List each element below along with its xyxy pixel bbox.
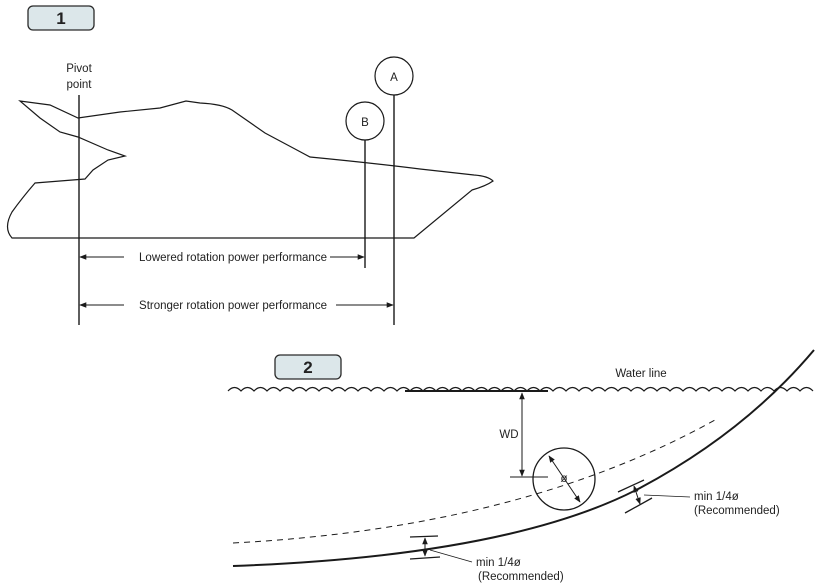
marker-b: B <box>345 101 385 268</box>
min-bottom-label-line2: (Recommended) <box>478 571 564 583</box>
stronger-rotation-label: Stronger rotation power performance <box>139 300 327 312</box>
figure-2-badge: 2 <box>274 354 342 380</box>
marker-b-label: B <box>361 117 369 129</box>
boat-hull-outline <box>6 100 494 239</box>
wd-label: WD <box>499 429 518 441</box>
pivot-label-line1: Pivot <box>66 63 92 75</box>
water-line <box>227 386 814 392</box>
wd-dimension: WD <box>499 392 548 478</box>
figure-1-badge-number: 1 <box>56 9 65 28</box>
lowered-rotation-label: Lowered rotation power performance <box>139 252 327 264</box>
tunnel-circle: ø <box>532 447 596 511</box>
marker-a-label: A <box>390 72 398 84</box>
diameter-label: ø <box>560 473 567 485</box>
hull-bottom-line <box>232 349 815 567</box>
figure-2-badge-number: 2 <box>303 358 312 377</box>
min-bottom-label-line1: min 1/4ø <box>476 557 521 569</box>
figure-2: 2 Water line WD ø min 1/4ø <box>227 349 815 583</box>
min-right-label-line2: (Recommended) <box>694 505 780 517</box>
marker-a: A <box>374 56 414 325</box>
pivot-label-line2: point <box>67 79 93 91</box>
figure-1: 1 Pivot point A B Lowered rotation power… <box>6 5 494 325</box>
figure-1-badge: 1 <box>27 5 95 31</box>
water-line-label: Water line <box>615 368 666 380</box>
min-clearance-bottom: min 1/4ø (Recommended) <box>409 535 564 583</box>
min-clearance-right: min 1/4ø (Recommended) <box>617 479 780 517</box>
lowered-rotation-dimension: Lowered rotation power performance <box>79 252 365 264</box>
min-right-label-line1: min 1/4ø <box>694 491 739 503</box>
offset-dashed-line <box>232 419 716 544</box>
stronger-rotation-dimension: Stronger rotation power performance <box>79 300 394 312</box>
